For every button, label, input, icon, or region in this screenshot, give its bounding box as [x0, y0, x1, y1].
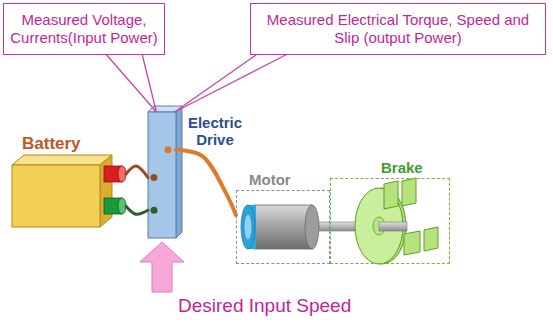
battery-node: Battery: [12, 160, 126, 230]
callout-text: Measured Voltage, Currents(Input Power): [9, 11, 159, 47]
drive-node: Electric Drive: [148, 112, 176, 238]
brake-node: Brake: [330, 178, 450, 264]
motor-body: [241, 205, 319, 249]
power-wire: [126, 206, 148, 214]
input-arrow: [140, 242, 184, 292]
brake-disc: [355, 188, 407, 264]
node-heading: Electric Drive: [184, 114, 246, 149]
motor-node: Motor: [236, 190, 330, 264]
callout-text: Measured Electrical Torque, Speed and Sl…: [256, 11, 540, 47]
battery-body: [12, 155, 112, 227]
wire-terminal: [151, 207, 158, 214]
node-heading: Battery: [22, 134, 81, 154]
drive-box: [148, 106, 182, 238]
wire-terminal: [151, 174, 158, 181]
input-label: Desired Input Speed: [178, 295, 351, 317]
power-wire: [126, 166, 148, 178]
node-heading: Brake: [381, 159, 423, 176]
node-heading: Motor: [249, 171, 291, 188]
motor-cable: [176, 150, 236, 215]
battery-terminal-positive: [104, 166, 126, 182]
callout-box: Measured Electrical Torque, Speed and Sl…: [250, 3, 546, 55]
brake-caliper: [384, 178, 438, 255]
wire-terminal: [165, 146, 172, 153]
battery-terminal-negative: [104, 198, 126, 214]
callout-box: Measured Voltage, Currents(Input Power): [3, 3, 165, 55]
leader-line: [175, 55, 286, 112]
leader-line: [107, 55, 157, 112]
